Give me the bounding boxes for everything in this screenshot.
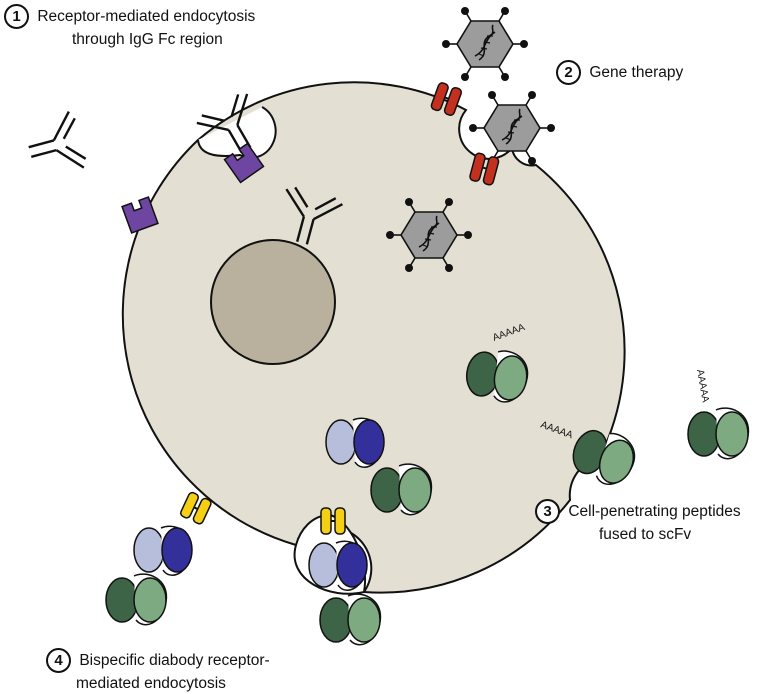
label-number: 4 <box>46 648 71 673</box>
diabody-icon <box>105 573 168 626</box>
label-number: 3 <box>535 499 560 524</box>
peptide-tag: AAAAA <box>694 369 711 404</box>
diabody-icon <box>133 525 193 576</box>
diabody-icon <box>370 463 433 516</box>
label-line: mediated endocytosis <box>76 675 226 692</box>
label-line: Bispecific diabody receptor- <box>79 652 270 669</box>
antibody-icon <box>21 109 89 182</box>
diabody-icon <box>325 417 385 468</box>
label-gene-therapy: 2 Gene therapy <box>556 60 683 85</box>
diabody-icon <box>319 593 382 646</box>
label-line: Receptor-mediated endocytosis <box>37 8 256 25</box>
label-line: fused to scFv <box>599 526 692 543</box>
viral-vector-icon <box>441 6 529 82</box>
diabody-icon <box>308 540 368 591</box>
label-bispecific-diabody: 4 Bispecific diabody receptor- mediated … <box>46 648 270 694</box>
scfv-icon <box>687 407 750 460</box>
label-number: 1 <box>4 4 29 29</box>
label-cell-penetrating-peptides: 3 Cell-penetrating peptides fused to scF… <box>535 499 741 545</box>
label-line: Cell-penetrating peptides <box>568 503 741 520</box>
label-receptor-mediated-endocytosis: 1 Receptor-mediated endocytosis through … <box>4 4 255 50</box>
label-number: 2 <box>556 60 581 85</box>
label-line: through IgG Fc region <box>72 31 223 48</box>
nucleus <box>210 239 336 365</box>
label-line: Gene therapy <box>589 64 684 81</box>
